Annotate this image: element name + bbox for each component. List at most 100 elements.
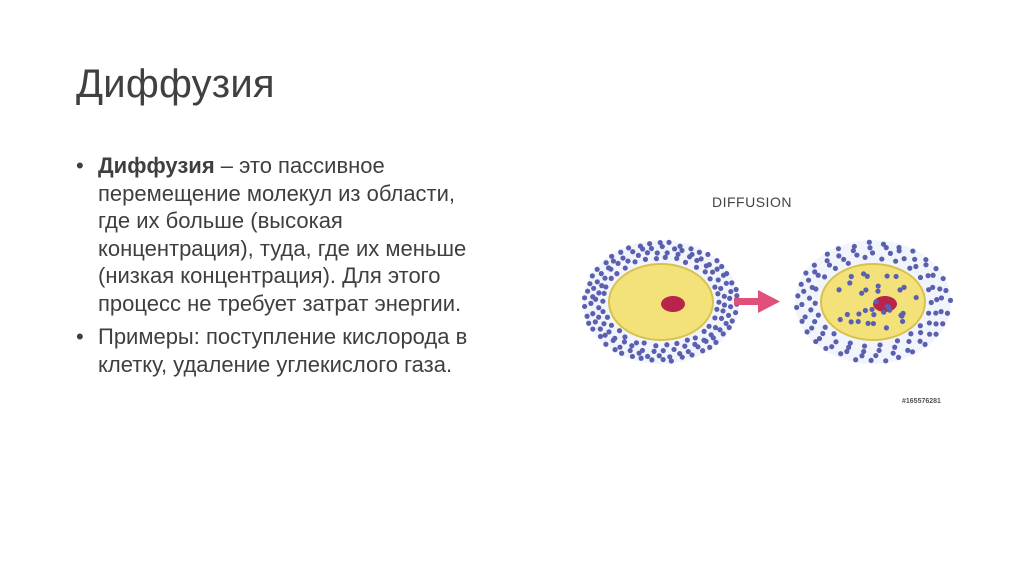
molecule bbox=[694, 257, 700, 264]
molecule bbox=[925, 273, 931, 279]
molecule bbox=[933, 321, 939, 327]
molecule bbox=[943, 287, 949, 294]
nucleus bbox=[661, 296, 685, 312]
molecule bbox=[716, 299, 722, 305]
molecule bbox=[865, 320, 871, 326]
molecule bbox=[712, 284, 718, 290]
molecule bbox=[816, 335, 823, 342]
molecule bbox=[822, 324, 828, 330]
molecule bbox=[641, 340, 647, 346]
molecule bbox=[933, 266, 939, 272]
molecule bbox=[649, 357, 655, 363]
molecule bbox=[622, 334, 628, 340]
molecule bbox=[917, 274, 924, 281]
molecule bbox=[895, 354, 902, 360]
molecule bbox=[893, 258, 899, 264]
molecule bbox=[718, 315, 725, 322]
molecule bbox=[718, 285, 724, 292]
arrow-head bbox=[758, 290, 780, 313]
molecule bbox=[732, 309, 739, 316]
molecule bbox=[930, 272, 936, 278]
slide-title: Диффузия bbox=[76, 62, 275, 106]
molecule bbox=[721, 302, 728, 308]
molecule bbox=[648, 245, 655, 252]
molecule bbox=[859, 353, 865, 359]
molecule bbox=[917, 338, 923, 344]
molecule bbox=[863, 287, 869, 293]
molecule bbox=[632, 259, 638, 265]
molecule bbox=[815, 312, 821, 318]
molecule bbox=[596, 305, 602, 311]
molecule bbox=[715, 277, 721, 283]
molecule bbox=[588, 300, 594, 306]
molecule bbox=[808, 307, 814, 313]
molecule bbox=[618, 249, 624, 255]
molecule bbox=[913, 263, 919, 270]
molecule bbox=[602, 275, 608, 281]
molecule bbox=[589, 273, 595, 279]
molecule bbox=[893, 273, 899, 280]
molecule bbox=[812, 319, 818, 325]
molecule bbox=[729, 280, 735, 286]
molecule bbox=[802, 314, 808, 320]
molecule bbox=[892, 344, 898, 350]
molecule bbox=[584, 313, 590, 319]
molecule bbox=[917, 323, 923, 329]
molecule bbox=[734, 293, 740, 299]
molecule bbox=[823, 345, 829, 352]
molecule bbox=[636, 350, 642, 356]
molecule bbox=[860, 271, 867, 277]
molecule bbox=[630, 249, 636, 255]
molecule bbox=[899, 313, 905, 319]
bullet-dot-icon: • bbox=[76, 153, 84, 178]
molecule bbox=[877, 342, 883, 348]
molecule bbox=[720, 331, 726, 337]
molecule bbox=[805, 277, 812, 283]
molecule bbox=[725, 312, 732, 319]
molecule bbox=[664, 250, 670, 256]
molecule bbox=[883, 325, 890, 331]
molecule bbox=[635, 252, 641, 259]
molecule bbox=[869, 306, 875, 313]
molecule bbox=[907, 265, 913, 271]
molecule bbox=[905, 347, 911, 353]
molecule bbox=[627, 347, 633, 354]
figure-title: DIFFUSION bbox=[712, 194, 792, 210]
molecule bbox=[609, 253, 615, 259]
molecule bbox=[861, 348, 867, 355]
molecule bbox=[798, 281, 804, 287]
molecule bbox=[826, 262, 833, 268]
molecule bbox=[707, 344, 713, 350]
molecule bbox=[837, 316, 843, 323]
molecule bbox=[917, 329, 924, 336]
molecule bbox=[859, 290, 865, 296]
molecule bbox=[845, 260, 851, 266]
molecule bbox=[629, 353, 636, 360]
molecule bbox=[600, 308, 606, 315]
molecule bbox=[608, 322, 615, 328]
molecule bbox=[720, 308, 726, 314]
molecule bbox=[700, 348, 706, 354]
molecule bbox=[897, 287, 903, 293]
molecule bbox=[707, 276, 713, 282]
bullet-list: • Диффузия – это пассивное перемещение м… bbox=[76, 152, 476, 384]
molecule bbox=[599, 283, 605, 289]
molecule bbox=[591, 285, 597, 291]
molecule bbox=[940, 321, 946, 327]
molecule bbox=[727, 304, 734, 310]
molecule bbox=[813, 338, 819, 345]
molecule bbox=[693, 264, 700, 270]
molecule bbox=[812, 269, 818, 275]
molecule bbox=[727, 295, 733, 301]
molecule bbox=[692, 335, 698, 341]
molecule bbox=[832, 265, 839, 271]
molecule bbox=[835, 246, 842, 252]
molecule bbox=[934, 297, 940, 303]
molecule bbox=[824, 251, 830, 257]
bullet-dot-icon: • bbox=[76, 324, 84, 349]
molecule bbox=[666, 239, 672, 245]
molecule bbox=[602, 332, 608, 338]
molecule bbox=[660, 356, 666, 363]
molecule bbox=[926, 320, 932, 326]
molecule bbox=[733, 286, 739, 293]
